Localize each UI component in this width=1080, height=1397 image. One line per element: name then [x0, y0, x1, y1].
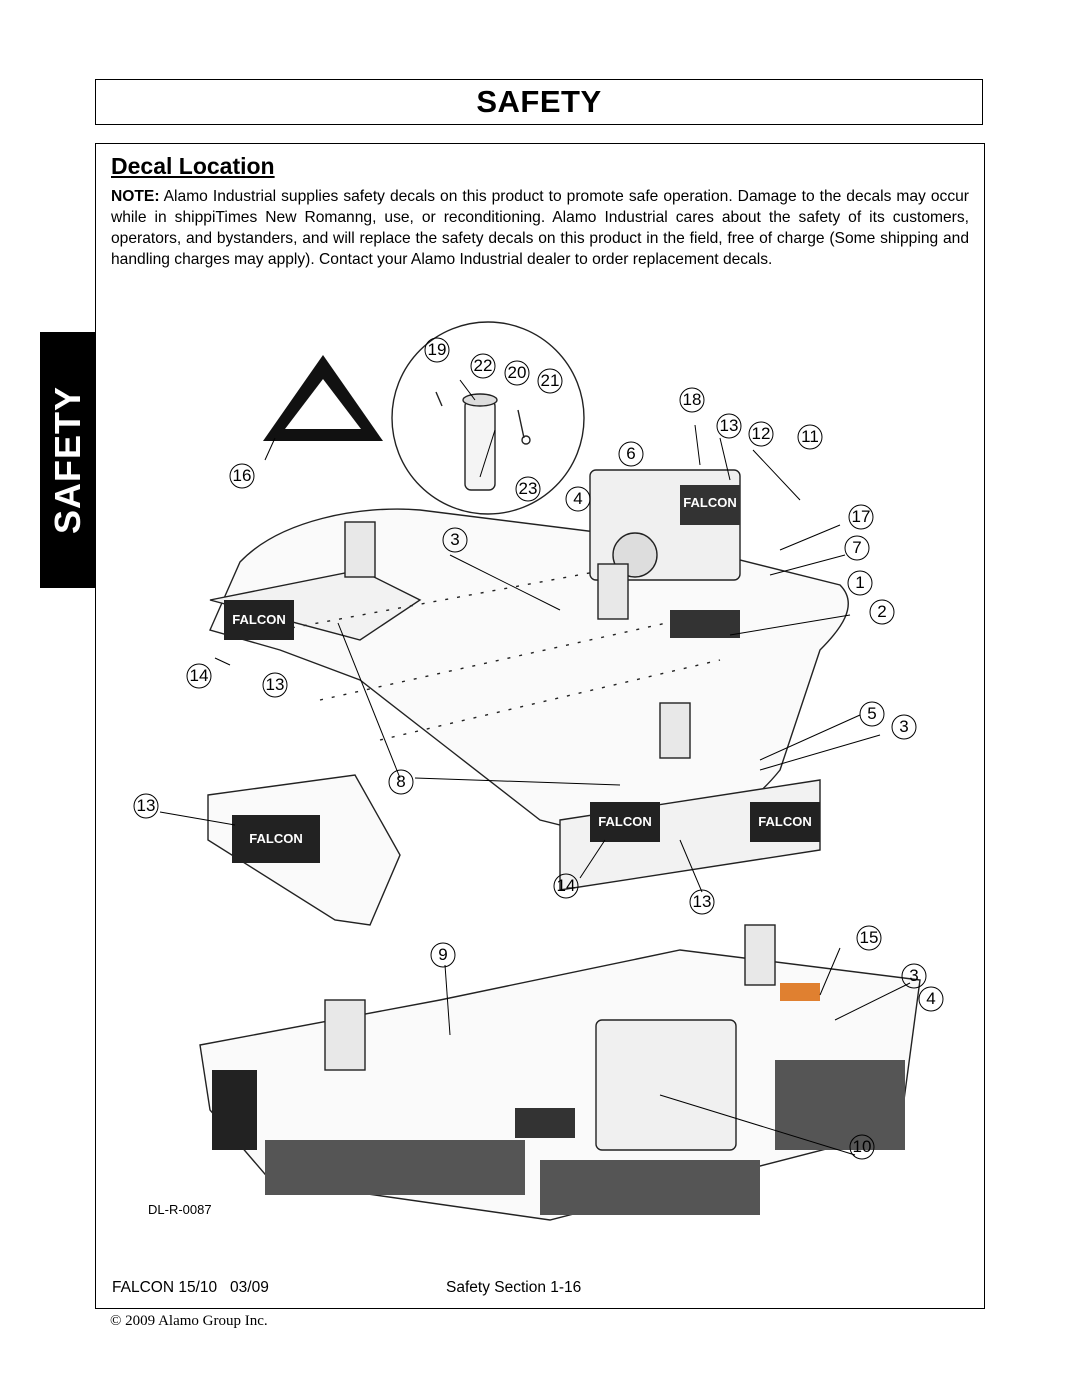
- callout-2: 2: [877, 602, 886, 621]
- callout-7: 7: [852, 538, 861, 557]
- callout-14: 14: [190, 666, 209, 685]
- inset-detail: [391, 321, 585, 515]
- footer-section: Safety Section 1-16: [446, 1279, 582, 1296]
- callout-19: 19: [428, 340, 447, 359]
- callout-4: 4: [573, 489, 582, 508]
- decal-location-diagram: 19 22 20 21 23 16 18 13 12 11 6 4 17 7 3…: [133, 321, 944, 1221]
- falcon-decal: FALCON: [758, 814, 811, 829]
- content-frame: [95, 143, 985, 1309]
- callout-20: 20: [508, 363, 527, 382]
- callout-22: 22: [474, 356, 493, 375]
- callout-16: 16: [233, 466, 252, 485]
- callout-1: 1: [855, 573, 864, 592]
- callout-13: 13: [137, 796, 156, 815]
- side-tab-label: SAFETY: [46, 385, 88, 535]
- callout-13: 13: [720, 416, 739, 435]
- callout-11: 11: [801, 427, 819, 446]
- callout-3: 3: [899, 717, 908, 736]
- callout-17: 17: [852, 507, 871, 526]
- falcon-decal: FALCON: [683, 495, 736, 510]
- note-text: Alamo Industrial supplies safety decals …: [111, 188, 969, 268]
- section-heading: Decal Location: [111, 153, 275, 179]
- callout-6: 6: [626, 444, 635, 463]
- leader-lines: [159, 379, 911, 1156]
- callout-3: 3: [909, 966, 918, 985]
- callout-23: 23: [519, 479, 538, 498]
- falcon-decal: FALCON: [232, 612, 285, 627]
- callout-numbers: 19 22 20 21 23 16 18 13 12 11 6 4 17 7 3…: [137, 340, 936, 1156]
- side-tab: SAFETY: [40, 332, 95, 588]
- callout-9: 9: [438, 945, 447, 964]
- header-title: SAFETY: [476, 84, 602, 119]
- callout-14: 14: [557, 876, 576, 895]
- lower-cutter-drawing: [199, 924, 921, 1221]
- smv-emblem: [263, 355, 383, 441]
- falcon-decals: FALCON FALCON FALCON FALCON FALCON: [232, 495, 811, 846]
- callout-18: 18: [683, 390, 702, 409]
- callout-10: 10: [853, 1137, 872, 1156]
- footer-model: FALCON 15/10 03/09: [112, 1279, 269, 1296]
- callout-5: 5: [867, 704, 876, 723]
- callout-13: 13: [693, 892, 712, 911]
- note-paragraph: NOTE: Alamo Industrial supplies safety d…: [111, 186, 969, 270]
- callout-13: 13: [266, 675, 285, 694]
- callout-3: 3: [450, 530, 459, 549]
- callout-bubbles: [133, 337, 944, 1160]
- header-banner: SAFETY: [95, 79, 983, 125]
- drawing-number: DL-R-0087: [148, 1202, 212, 1217]
- falcon-decal: FALCON: [598, 814, 651, 829]
- copyright: © 2009 Alamo Group Inc.: [110, 1313, 268, 1329]
- note-label: NOTE:: [111, 188, 160, 205]
- callout-8: 8: [396, 772, 405, 791]
- shield-drawing: [207, 774, 401, 926]
- upper-cutter-drawing: [209, 469, 849, 891]
- falcon-decal: FALCON: [249, 831, 302, 846]
- callout-15: 15: [860, 928, 879, 947]
- callout-21: 21: [541, 371, 560, 390]
- callout-4: 4: [926, 989, 935, 1008]
- callout-12: 12: [752, 424, 771, 443]
